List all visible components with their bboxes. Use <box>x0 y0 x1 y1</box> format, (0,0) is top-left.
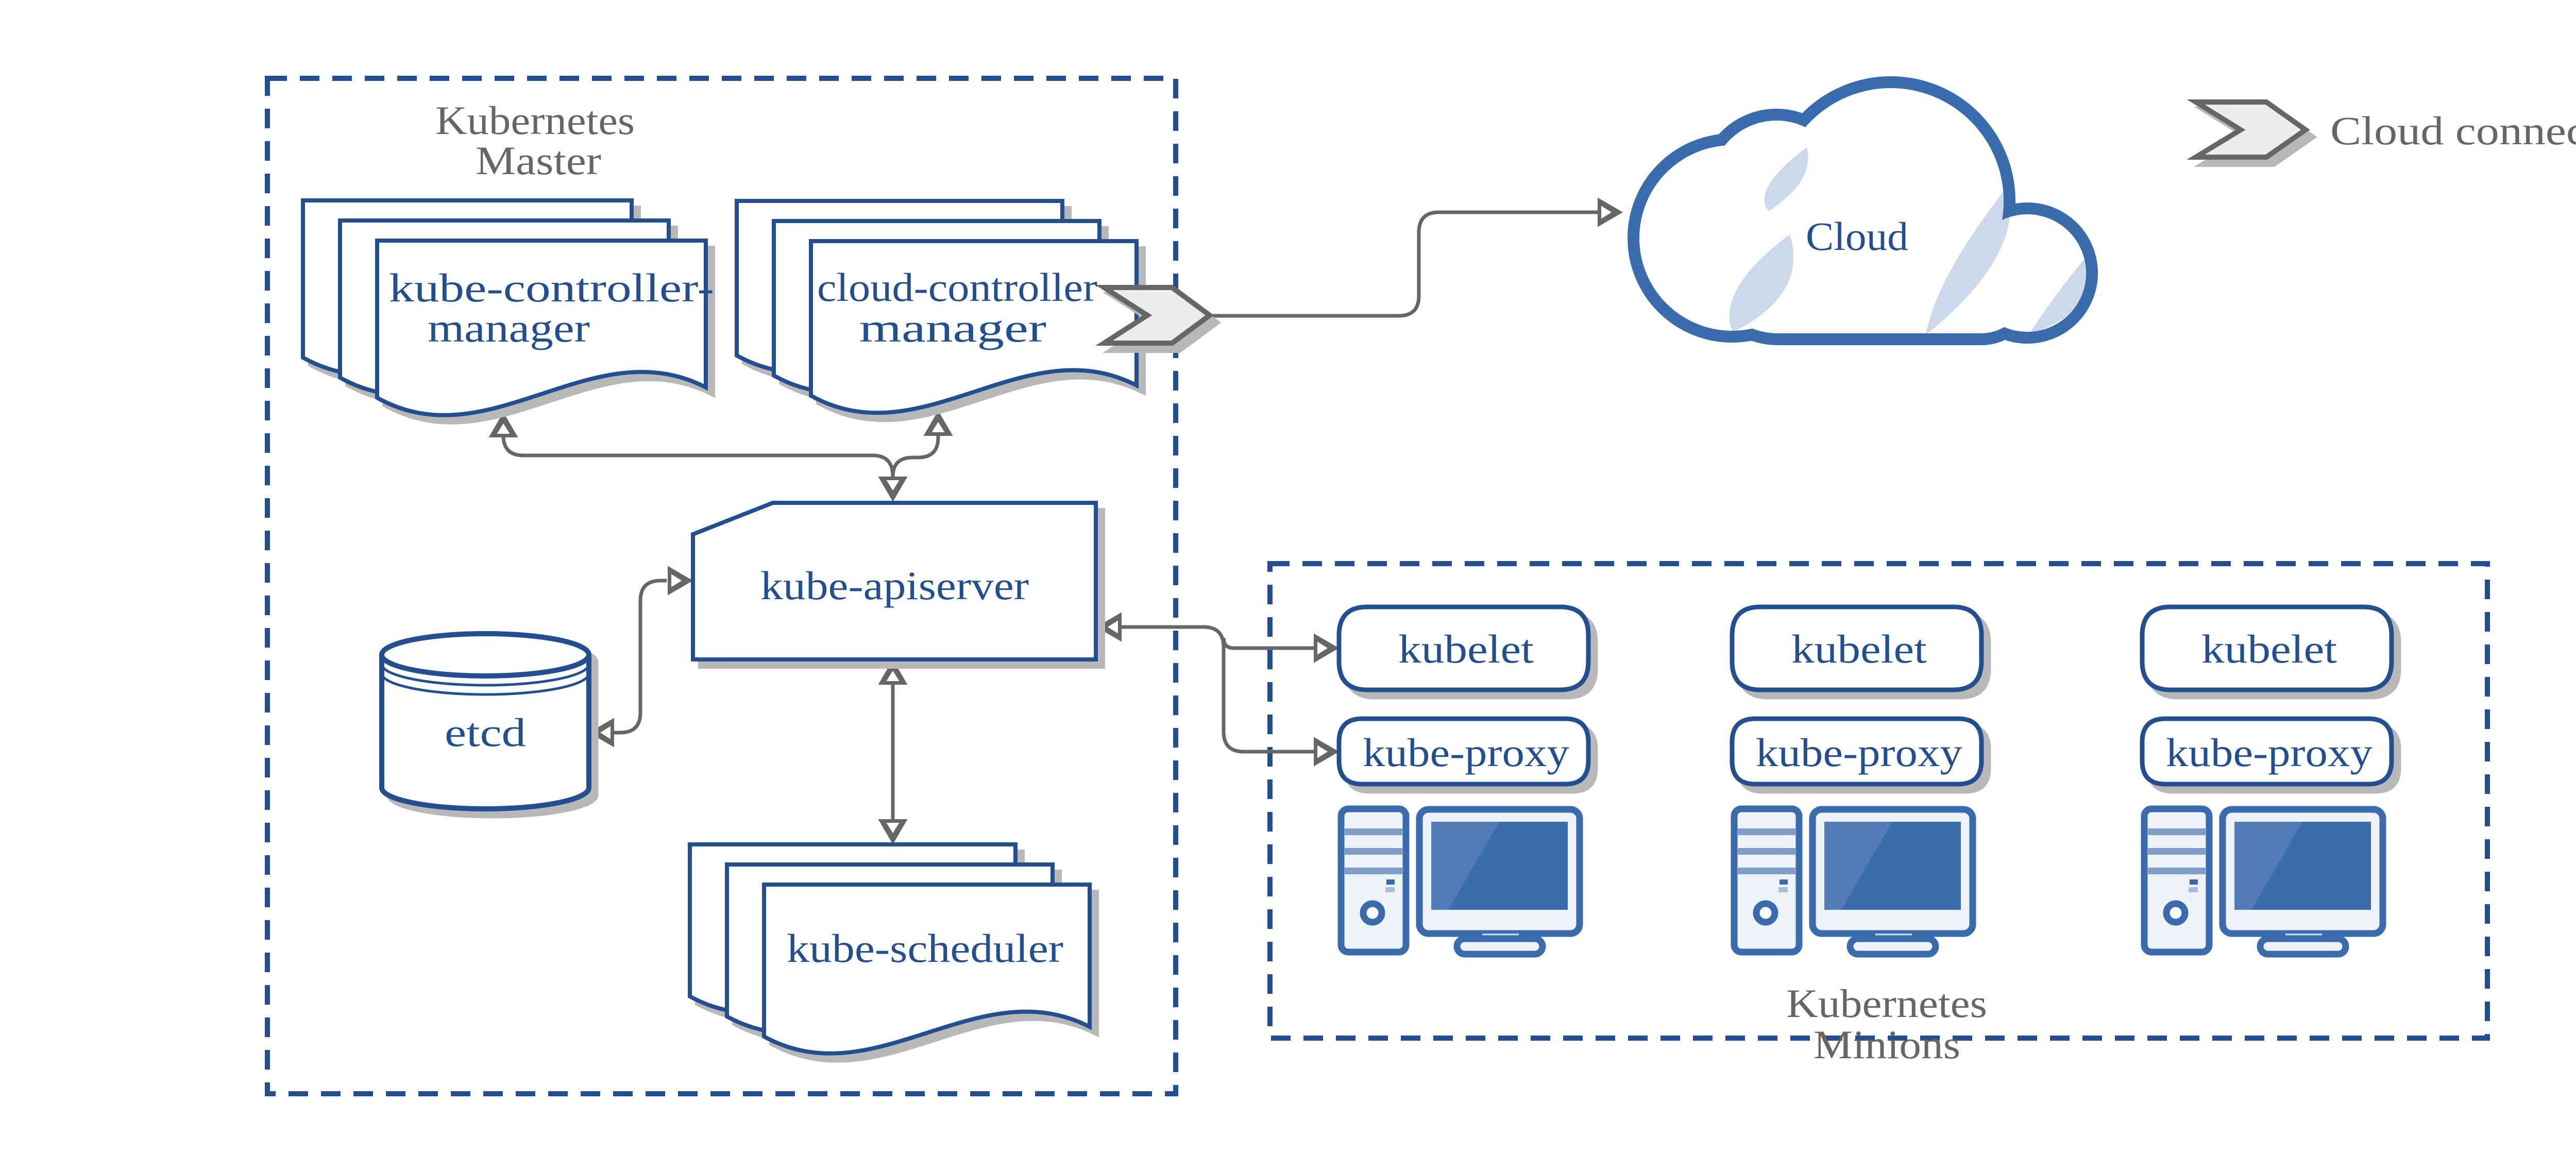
svg-text:kubelet: kubelet <box>2201 626 2337 671</box>
svg-text:cloud-controller: cloud-controller <box>817 265 1097 310</box>
svg-text:kube-apiserver: kube-apiserver <box>760 563 1029 608</box>
svg-text:Cloud: Cloud <box>1806 214 1908 259</box>
svg-text:etcd: etcd <box>445 710 526 755</box>
svg-text:Cloud connector: Cloud connector <box>2330 108 2576 153</box>
svg-text:kube-proxy: kube-proxy <box>2166 730 2372 775</box>
svg-text:Minions: Minions <box>1814 1022 1960 1067</box>
svg-text:Kubernetes: Kubernetes <box>435 98 635 143</box>
svg-text:kubelet: kubelet <box>1791 626 1927 671</box>
svg-text:manager: manager <box>859 306 1046 350</box>
svg-text:kube-controller-: kube-controller- <box>389 265 714 310</box>
svg-text:kube-proxy: kube-proxy <box>1756 730 1962 775</box>
svg-text:kube-scheduler: kube-scheduler <box>787 926 1063 971</box>
svg-text:kube-proxy: kube-proxy <box>1363 730 1569 775</box>
svg-text:kubelet: kubelet <box>1398 626 1534 671</box>
svg-text:Master: Master <box>476 138 601 183</box>
svg-text:Kubernetes: Kubernetes <box>1786 981 1987 1026</box>
svg-text:manager: manager <box>428 306 590 350</box>
